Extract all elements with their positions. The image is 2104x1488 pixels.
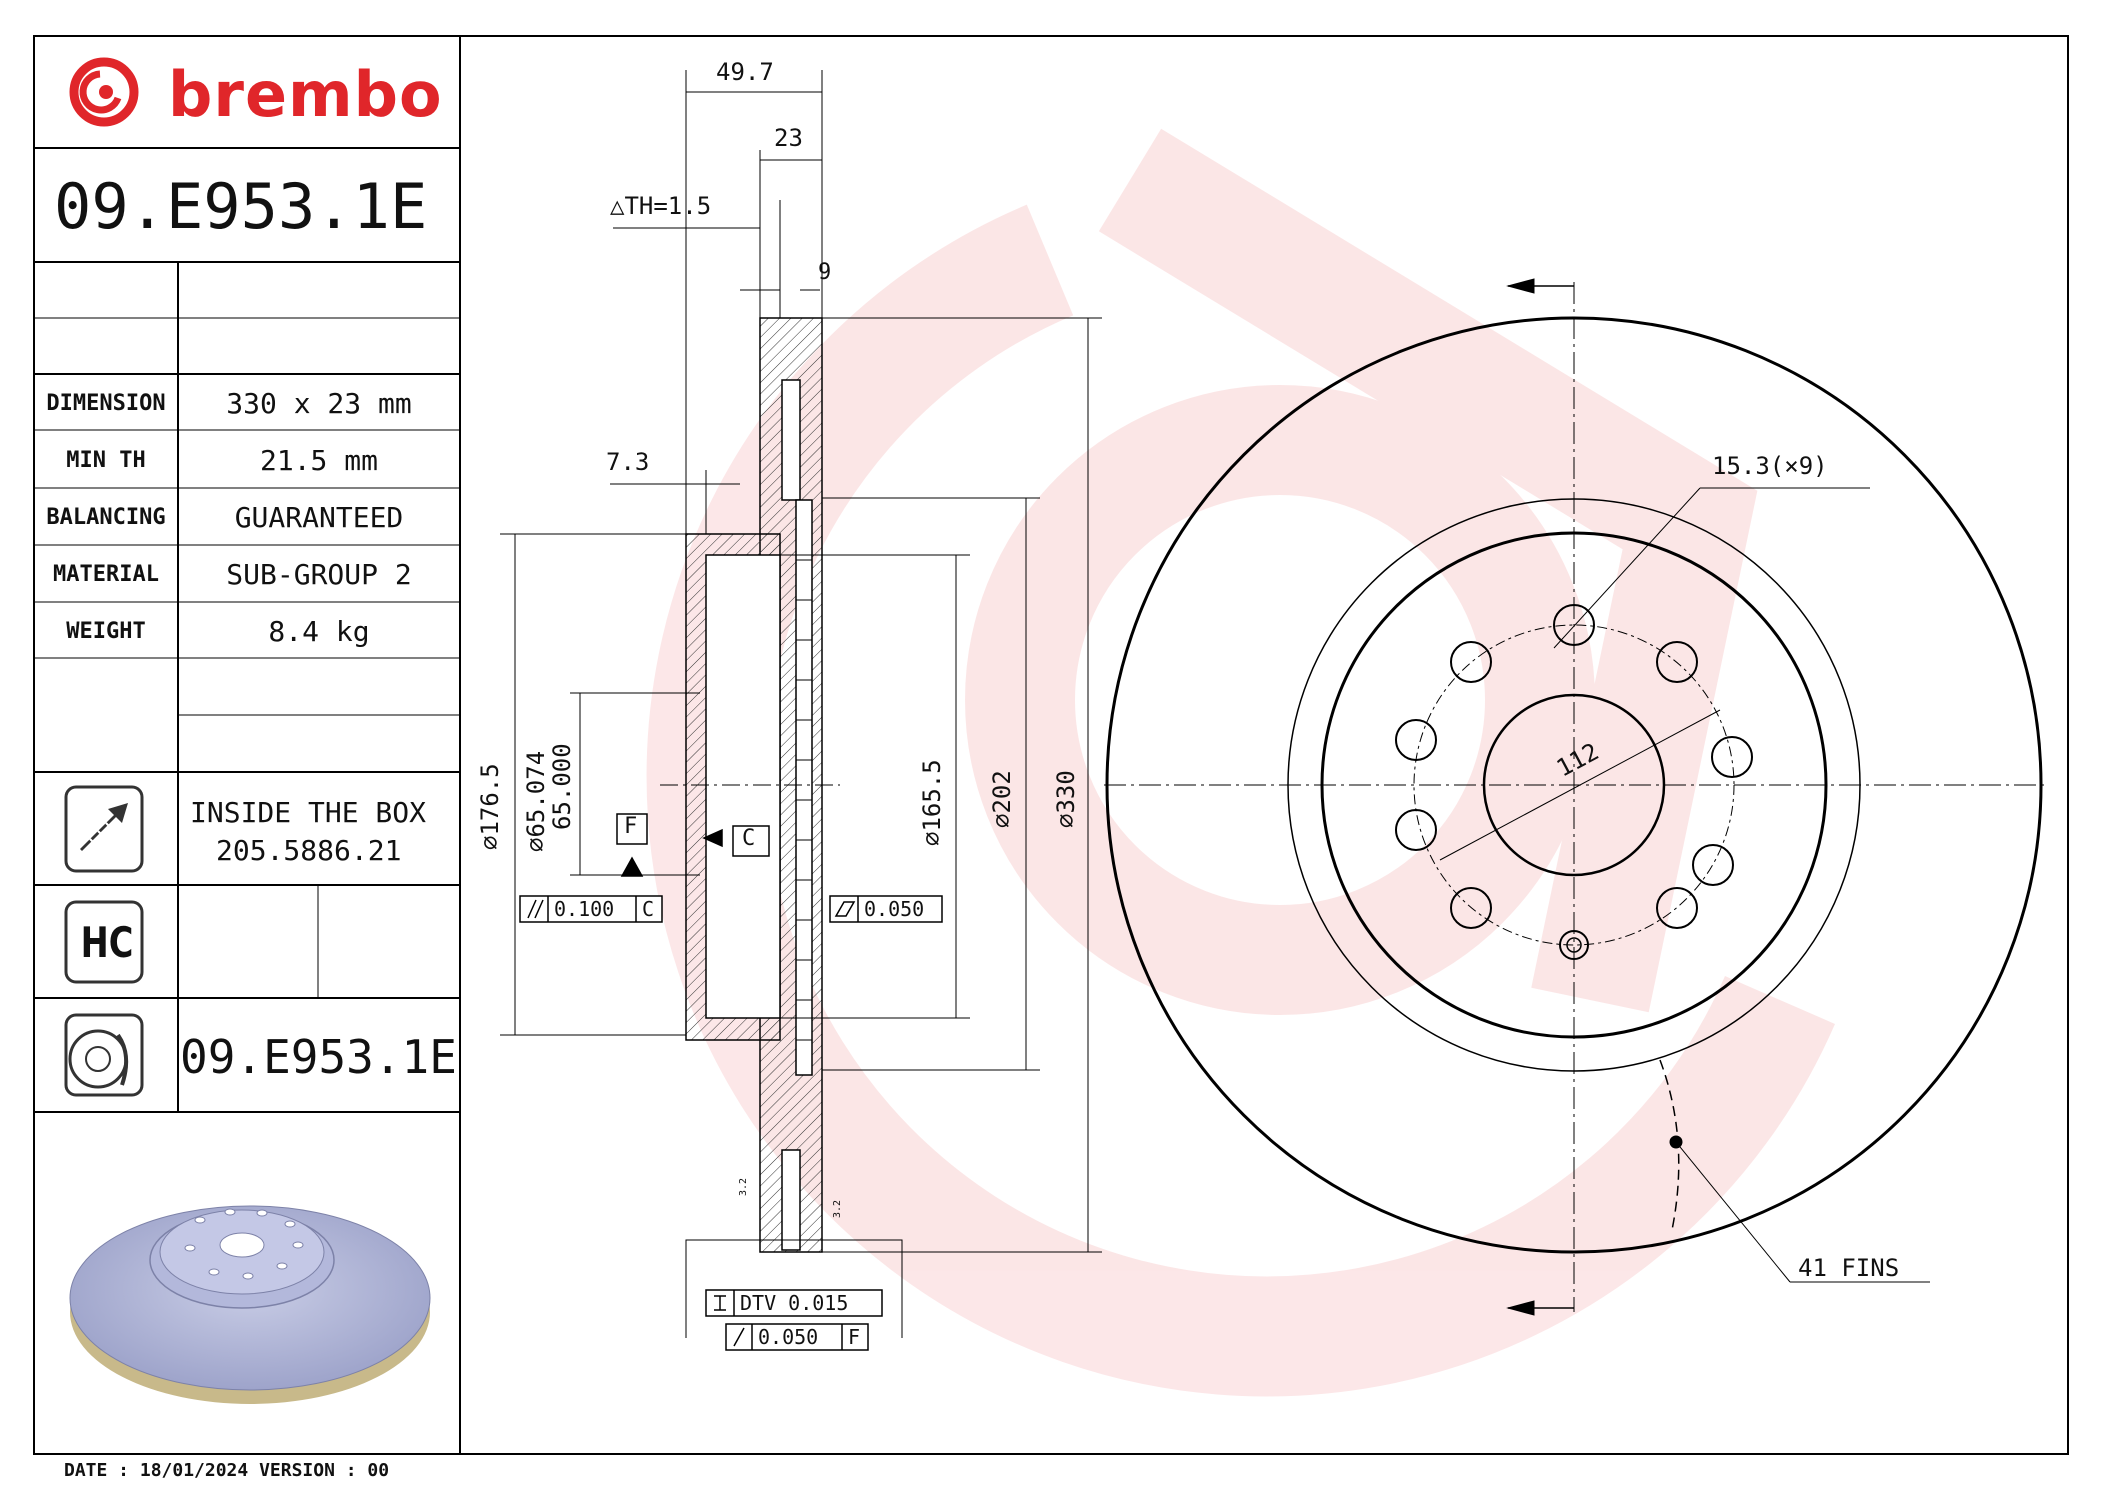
spec-label-min-th: MIN TH	[66, 447, 146, 473]
spec-label-dimension: DIMENSION	[46, 390, 166, 416]
section-view	[660, 317, 840, 1253]
datum-markers	[519, 813, 943, 1351]
spec-value-dimension: 330 x 23 mm	[226, 386, 412, 420]
flatness-tolerance: 0.050	[864, 897, 925, 921]
title-block-grid	[34, 147, 460, 1113]
fins-count: 41 FINS	[1798, 1254, 1900, 1282]
brembo-watermark	[646, 128, 1835, 1397]
hc-badge-text: HC	[80, 918, 134, 967]
outer-frame	[33, 35, 2069, 1455]
brake-disc-render	[69, 1205, 431, 1404]
inside-box-title: INSIDE THE BOX	[190, 796, 427, 829]
inside-box-code: 205.5886.21	[216, 834, 402, 867]
spec-value-min-th: 21.5 mm	[259, 443, 378, 477]
section-dimensions	[500, 70, 1102, 1253]
dim-d202: ⌀202	[988, 770, 1016, 828]
footer-date-version: DATE : 18/01/2024 VERSION : 00	[64, 1460, 390, 1481]
runout-tolerance: 0.050	[758, 1325, 819, 1349]
datum-c: C	[742, 826, 756, 851]
dim-holes: 15.3(×9)	[1712, 452, 1828, 480]
dim-d65b: 65.000	[548, 743, 576, 830]
dim-offset: 7.3	[606, 448, 650, 476]
dim-d65a: ⌀65.074	[522, 750, 550, 852]
dtv-tolerance: DTV 0.015	[740, 1291, 849, 1315]
parallel-tolerance: 0.100	[554, 897, 615, 921]
roughness-left: 3.2	[738, 1177, 749, 1196]
roughness-right: 3.2	[832, 1199, 843, 1218]
brand-wordmark: brembo	[168, 58, 443, 131]
dim-th: △TH=1.5	[610, 192, 712, 220]
part-number: 09.E953.1E	[54, 170, 428, 243]
spec-label-weight: WEIGHT	[66, 618, 146, 644]
brembo-logo-icon	[69, 57, 139, 127]
dim-nine: 9	[818, 260, 832, 285]
dim-d176: ⌀176.5	[476, 763, 504, 850]
parallel-ref: C	[642, 897, 655, 921]
spec-value-weight: 8.4 kg	[268, 614, 370, 648]
screw-icon	[64, 785, 144, 873]
runout-ref: F	[848, 1325, 861, 1349]
datum-f: F	[624, 814, 638, 839]
spec-value-balancing: GUARANTEED	[234, 501, 404, 534]
reference-code: 09.E953.1E	[180, 1030, 457, 1084]
hc-icon	[64, 900, 144, 984]
spec-label-balancing: BALANCING	[46, 505, 166, 530]
spec-label-material: MATERIAL	[53, 562, 159, 587]
dim-thickness: 23	[774, 124, 803, 152]
dim-width-total: 49.7	[716, 58, 774, 86]
spec-value-material: SUB-GROUP 2	[226, 558, 412, 591]
dim-d330: ⌀330	[1052, 770, 1080, 828]
front-view	[1104, 278, 2044, 1316]
dim-d165: ⌀165.5	[918, 759, 946, 846]
disc-ref-icon	[64, 1013, 144, 1097]
